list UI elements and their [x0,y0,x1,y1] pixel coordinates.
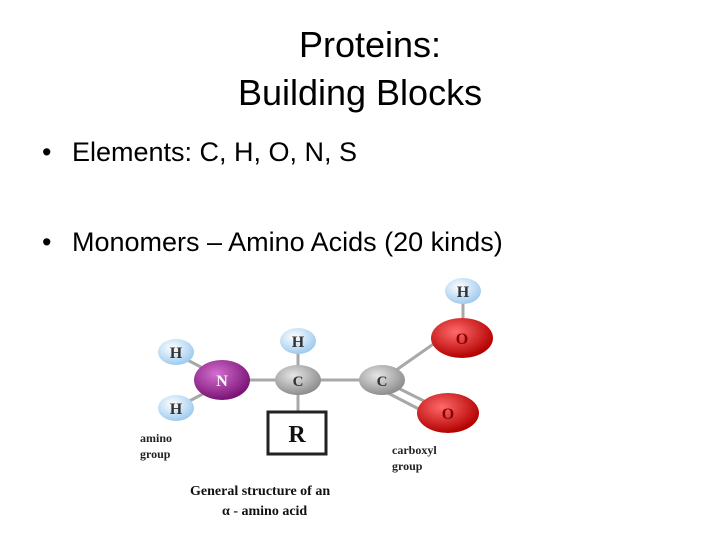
atom-label: H [170,345,183,362]
bullet-text: Elements: C, H, O, N, S [72,137,358,167]
hydrogen-atom-bottom-left: H [158,395,194,421]
atom-label: C [293,374,304,390]
carboxyl-group-label-2: group [392,459,423,473]
atom-label: N [216,373,228,390]
bullet-monomers: • Monomers – Amino Acids (20 kinds) [42,226,503,258]
atom-label: H [457,284,470,301]
r-group-label: R [288,422,306,448]
bullet-text: Monomers – Amino Acids (20 kinds) [72,227,503,257]
atom-label: H [170,401,183,418]
amino-group-label-2: group [140,447,171,461]
oxygen-atom-hydroxyl: O [431,318,493,358]
caption-line2: α - amino acid [222,504,307,519]
caption-line1: General structure of an [190,484,330,499]
bullet-elements: • Elements: C, H, O, N, S [42,136,357,168]
r-group-box: R [266,410,328,456]
atom-label: H [292,334,305,351]
oxygen-atom-double: O [417,393,479,433]
carboxyl-group-label-1: carboxyl [392,443,437,457]
atom-label: C [377,374,388,390]
slide-title-line2: Building Blocks [237,72,483,113]
amino-group-label-1: amino [140,431,172,445]
atom-label: O [442,406,454,423]
bullet-marker: • [42,227,52,257]
slide-title-line1: Proteins: [298,24,442,65]
amino-acid-structure: H H H H N C C O [140,278,493,519]
carboxyl-carbon-atom: C [359,365,405,395]
hydrogen-atom-hydroxyl: H [445,278,481,304]
bullet-marker: • [42,137,52,167]
hydrogen-atom-top-left: H [158,339,194,365]
hydrogen-atom-alpha: H [280,328,316,354]
nitrogen-atom: N [194,360,250,400]
bonds [175,292,465,422]
atom-label: O [456,331,468,348]
alpha-carbon-atom: C [275,365,321,395]
amino-acid-diagram: H H H H N C C O [120,270,520,530]
